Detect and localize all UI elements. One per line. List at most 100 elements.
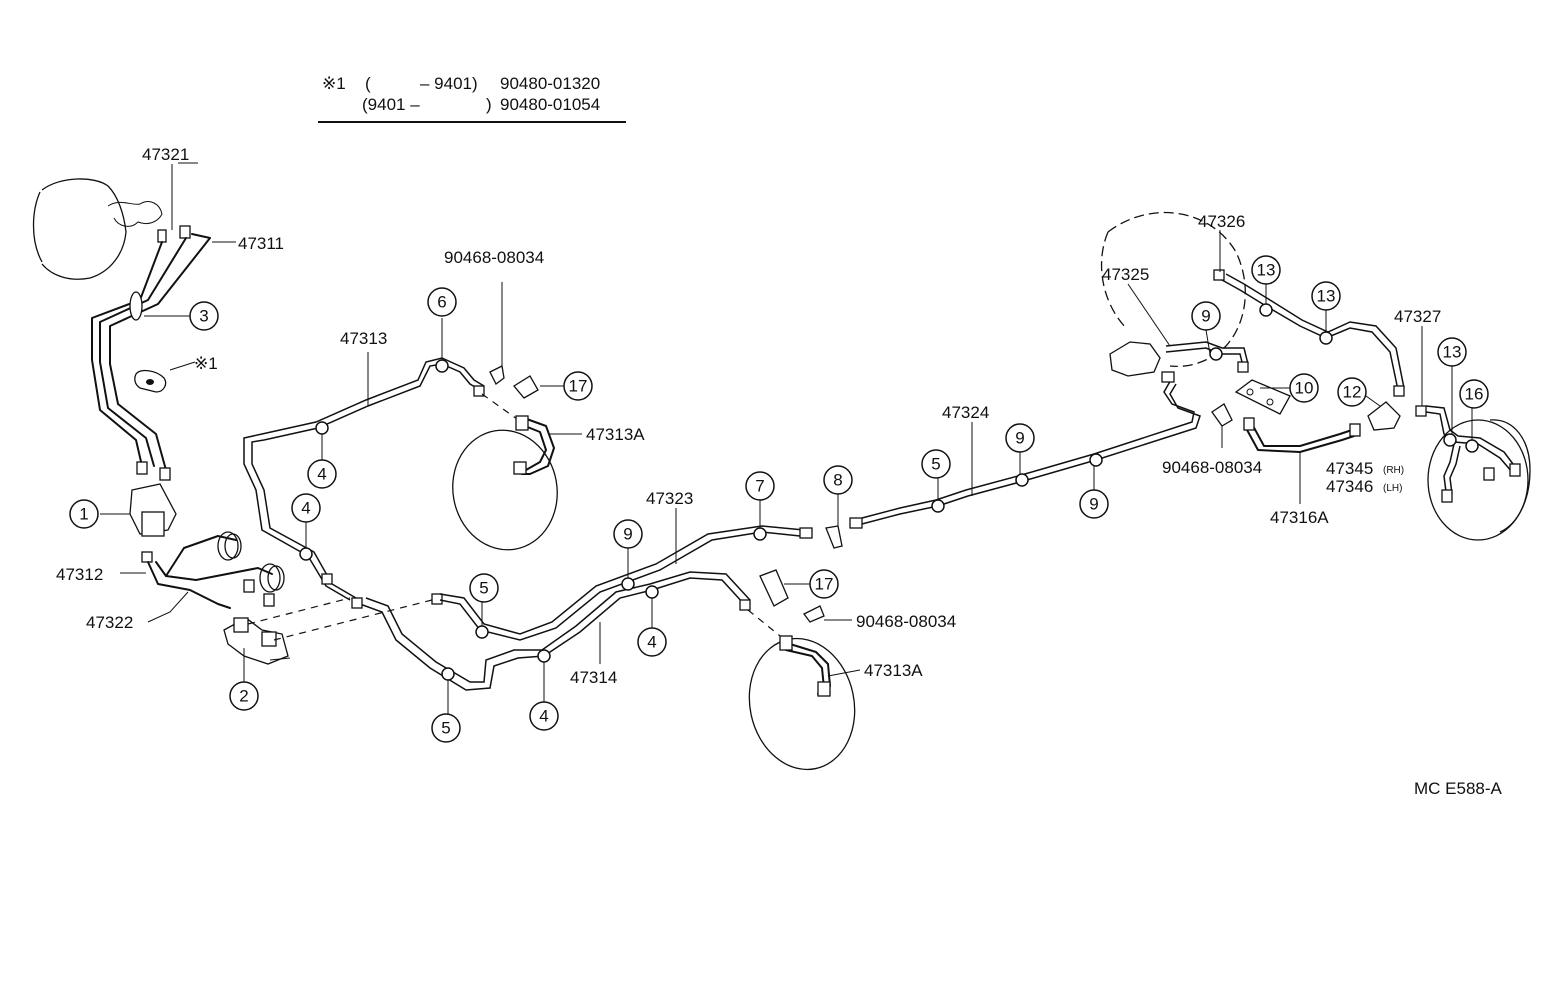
- label-47326: 47326: [1198, 212, 1245, 231]
- callout-10-text: 10: [1295, 379, 1314, 398]
- callout-17a: 17: [563, 371, 593, 401]
- callout-4d-text: 4: [539, 707, 548, 726]
- callout-4b: 4: [291, 493, 321, 523]
- part-1-bracket: [100, 483, 177, 537]
- master-cylinder-lines: [91, 233, 211, 481]
- callout-9d-text: 9: [1201, 307, 1210, 326]
- callout-4a: 4: [307, 459, 337, 489]
- clip-17-top: [489, 282, 565, 399]
- part-12-block: [1365, 395, 1401, 431]
- callout-13c: 13: [1437, 337, 1467, 367]
- label-47312: 47312: [56, 565, 103, 584]
- note-part-1: 90480-01320: [500, 74, 601, 93]
- callout-5c-text: 5: [931, 455, 940, 474]
- label-47313A-top: 47313A: [586, 425, 645, 444]
- label-47316A: 47316A: [1270, 508, 1329, 527]
- callout-4d: 4: [529, 701, 559, 731]
- callout-13a-text: 13: [1257, 261, 1276, 280]
- callout-3-text: 3: [199, 307, 208, 326]
- label-diagram-code: MC E588-A: [1414, 779, 1503, 798]
- callout-7: 7: [745, 471, 775, 501]
- hose-47316A: [1243, 417, 1361, 504]
- label-ref-star: ※1: [194, 354, 218, 373]
- label-47345: 47345: [1326, 459, 1373, 478]
- callout-3: 3: [189, 301, 219, 331]
- callout-16-text: 16: [1465, 385, 1484, 404]
- callout-17b-text: 17: [815, 575, 834, 594]
- label-47311: 47311: [238, 234, 284, 253]
- callout-4b-text: 4: [301, 499, 310, 518]
- label-47321: 47321: [142, 145, 189, 164]
- label-90468-mid: 90468-08034: [856, 612, 956, 631]
- callout-13b: 13: [1311, 281, 1341, 311]
- callout-6-text: 6: [437, 293, 446, 312]
- note-ref: ※1: [322, 74, 346, 93]
- callout-4a-text: 4: [317, 465, 326, 484]
- note-range-open: (: [365, 74, 371, 93]
- label-47346: 47346: [1326, 477, 1373, 496]
- callout-2: 2: [229, 681, 259, 711]
- note-range-1: – 9401): [420, 74, 478, 93]
- callout-6: 6: [427, 287, 457, 317]
- part-2-valve: [223, 597, 433, 682]
- rear-drum-right: [1415, 326, 1531, 541]
- callout-9a-text: 9: [623, 525, 632, 544]
- callout-17b: 17: [809, 569, 839, 599]
- label-47323: 47323: [646, 489, 693, 508]
- callout-12: 12: [1337, 377, 1367, 407]
- label-47325: 47325: [1102, 265, 1149, 284]
- label-47345-side: (RH): [1383, 465, 1404, 476]
- front-drum-upper: [452, 415, 558, 551]
- label-47322: 47322: [86, 613, 133, 632]
- note-range-2: (9401 –: [362, 95, 420, 114]
- line-47323-branch: [431, 525, 813, 641]
- label-47313A-bottom: 47313A: [864, 661, 923, 680]
- callout-2-text: 2: [239, 687, 248, 706]
- callout-5a: 5: [469, 573, 499, 603]
- callout-4c-text: 4: [647, 633, 656, 652]
- junction-nodes: [299, 303, 1479, 681]
- note-range-close: ): [486, 95, 492, 114]
- front-drum-lower: [748, 635, 856, 771]
- rear-drum-upper: [1100, 211, 1249, 377]
- callout-5a-text: 5: [479, 579, 488, 598]
- callout-13c-text: 13: [1443, 343, 1462, 362]
- callout-12-text: 12: [1343, 383, 1362, 402]
- callout-13b-text: 13: [1317, 287, 1336, 306]
- label-47313: 47313: [340, 329, 387, 348]
- label-90468-right: 90468-08034: [1162, 458, 1262, 477]
- callout-1-text: 1: [79, 505, 88, 524]
- callout-5c: 5: [921, 449, 951, 479]
- callout-17a-text: 17: [569, 377, 588, 396]
- callout-9b: 9: [1005, 423, 1035, 453]
- callout-5b: 5: [431, 713, 461, 743]
- callout-13a: 13: [1251, 255, 1281, 285]
- callout-16: 16: [1459, 379, 1489, 409]
- callout-9b-text: 9: [1015, 429, 1024, 448]
- callout-9c: 9: [1079, 489, 1109, 519]
- callout-9c-text: 9: [1089, 495, 1098, 514]
- clamp-ref-1: [134, 361, 196, 393]
- callout-4c: 4: [637, 627, 667, 657]
- label-47346-side: (LH): [1383, 483, 1402, 494]
- note-part-2: 90480-01054: [500, 95, 601, 114]
- line-47313: [243, 357, 525, 601]
- label-90468-top: 90468-08034: [444, 248, 544, 267]
- clip-right: [1211, 403, 1233, 448]
- callout-8: 8: [823, 465, 853, 495]
- callout-5b-text: 5: [441, 719, 450, 738]
- union-8: [825, 494, 843, 549]
- label-47327: 47327: [1394, 307, 1441, 326]
- callout-10: 10: [1289, 373, 1319, 403]
- callout-9d: 9: [1191, 301, 1221, 331]
- master-cylinder: [32, 178, 191, 280]
- leader-lines: [144, 164, 1473, 716]
- part-10-plate: [1234, 379, 1291, 415]
- label-47324: 47324: [942, 403, 989, 422]
- callout-8-text: 8: [833, 471, 842, 490]
- callout-1: 1: [69, 499, 99, 529]
- rear-feed-lines: [120, 531, 285, 623]
- callout-7-text: 7: [755, 477, 764, 496]
- clip-17-mid: [759, 569, 852, 623]
